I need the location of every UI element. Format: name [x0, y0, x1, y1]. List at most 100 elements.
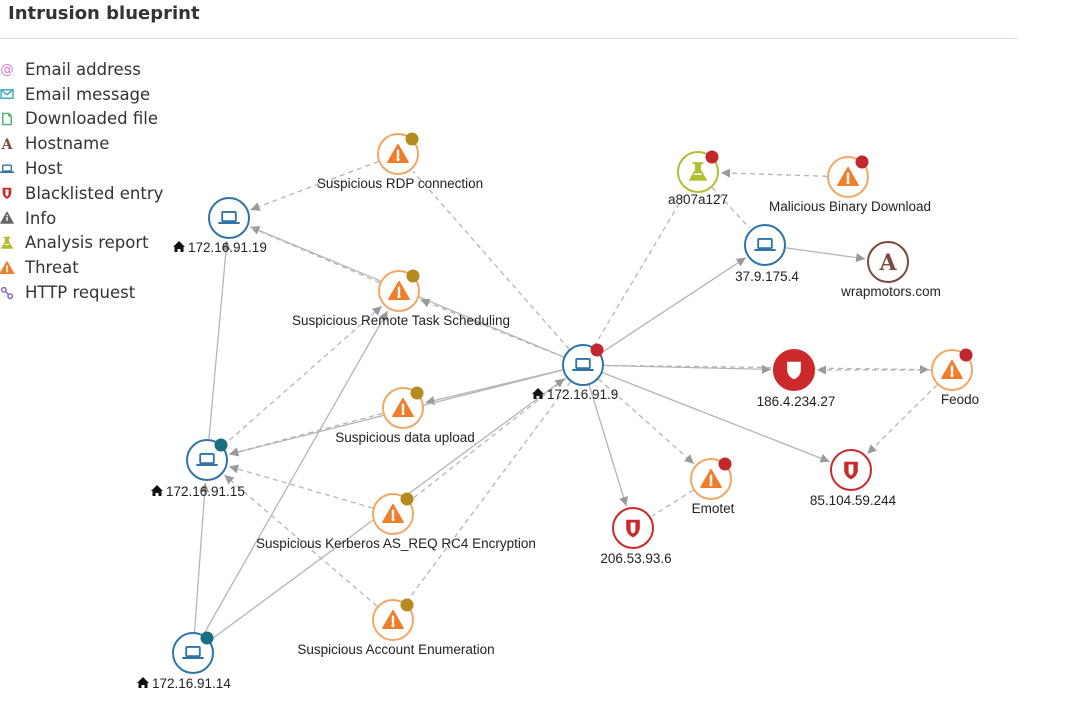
- warning-icon: [388, 280, 410, 300]
- graph-node-ip206[interactable]: 206.53.93.6: [600, 507, 672, 566]
- graph-edge: [228, 464, 374, 509]
- at-icon: @: [0, 61, 18, 77]
- graph-edge: [600, 257, 747, 354]
- node-label: Malicious Binary Download: [769, 199, 931, 214]
- graph-node-h19[interactable]: 172.16.91.19: [173, 197, 267, 255]
- legend-item: Email message: [0, 82, 163, 107]
- svg-text:A: A: [878, 250, 897, 276]
- graph-edge: [420, 298, 564, 358]
- legend-label: HTTP request: [25, 283, 136, 303]
- graph-edge: [412, 170, 570, 350]
- warning-icon: [382, 503, 404, 523]
- legend-label: Email address: [25, 59, 141, 79]
- status-badge: [590, 343, 604, 357]
- warning-icon: [392, 397, 414, 417]
- page-header: Intrusion blueprint: [0, 0, 1018, 39]
- legend-item: Host: [0, 156, 163, 181]
- graph-edge: [785, 247, 866, 263]
- status-badge: [855, 155, 869, 169]
- graph-node-ip37[interactable]: 37.9.175.4: [735, 224, 799, 284]
- status-badge: [400, 492, 414, 506]
- status-badge: [410, 386, 424, 400]
- node-label: Suspicious Kerberos AS_REQ RC4 Encryptio…: [256, 536, 536, 551]
- graph-node-feodo[interactable]: Feodo: [931, 348, 979, 408]
- graph-node-ip85[interactable]: 85.104.59.244: [810, 449, 897, 508]
- node-label: 37.9.175.4: [735, 269, 799, 284]
- graph-edge: [202, 310, 389, 636]
- shield-icon: [626, 519, 640, 538]
- graph-node-task[interactable]: Suspicious Remote Task Scheduling: [292, 269, 510, 329]
- graph-node-mbd[interactable]: Malicious Binary Download: [769, 155, 931, 215]
- legend-label: Email message: [25, 84, 151, 104]
- graph-node-enum[interactable]: Suspicious Account Enumeration: [297, 598, 495, 658]
- laptop-icon: [196, 453, 218, 466]
- legend-label: Hostname: [25, 134, 110, 154]
- node-label: wrapmotors.com: [840, 284, 941, 299]
- legend-label: Host: [25, 159, 63, 179]
- node-label: Suspicious RDP connection: [317, 176, 483, 191]
- laptop-icon: [572, 358, 594, 371]
- legend-item: Analysis report: [0, 231, 163, 256]
- graph-node-kerb[interactable]: Suspicious Kerberos AS_REQ RC4 Encryptio…: [256, 492, 536, 552]
- graph-node-ip186[interactable]: 186.4.234.27: [757, 349, 836, 409]
- graph-edge: [249, 226, 380, 284]
- node-circle: [208, 197, 250, 239]
- envelope-icon: [0, 86, 18, 102]
- node-label: 172.16.91.15: [166, 484, 245, 499]
- graph-edge: [193, 482, 210, 633]
- warning-icon: [700, 468, 722, 488]
- graph-edge: [602, 372, 830, 463]
- laptop-icon: [754, 238, 776, 251]
- graph-node-upload[interactable]: Suspicious data upload: [335, 386, 475, 446]
- node-circle: [744, 224, 786, 266]
- legend-item: Blacklisted entry: [0, 181, 163, 206]
- graph-node-h15[interactable]: 172.16.91.15: [151, 438, 245, 500]
- link-icon: [0, 285, 18, 301]
- legend-label: Analysis report: [25, 233, 149, 253]
- node-label: Emotet: [692, 501, 735, 516]
- warning-icon: [382, 609, 404, 629]
- legend-item: Downloaded file: [0, 107, 163, 132]
- graph-node-rdp[interactable]: Suspicious RDP connection: [317, 132, 483, 192]
- warning-icon: [0, 260, 18, 276]
- legend-label: Downloaded file: [25, 109, 159, 129]
- node-label: Suspicious Account Enumeration: [297, 642, 494, 657]
- graph-node-h14[interactable]: 172.16.91.14: [137, 631, 231, 692]
- flask-icon: [688, 162, 708, 181]
- legend-label: Info: [25, 208, 57, 228]
- status-badge: [406, 269, 420, 283]
- graph-edge: [410, 377, 567, 501]
- page-title: Intrusion blueprint: [8, 3, 200, 24]
- graph-edge: [406, 381, 571, 602]
- graph-node-emotet[interactable]: Emotet: [690, 457, 735, 517]
- graph-edge: [720, 168, 828, 178]
- graph-edges: [193, 160, 938, 642]
- legend-label: Threat: [25, 258, 79, 278]
- legend-item: Info: [0, 206, 163, 231]
- warning-icon: [837, 166, 859, 186]
- graph-node-h9[interactable]: 172.16.91.9: [532, 343, 618, 403]
- graph-edge: [208, 240, 231, 440]
- home-icon: [173, 241, 185, 252]
- legend-item: @ Email address: [0, 57, 163, 82]
- graph-node-a807[interactable]: a807a127: [668, 150, 728, 208]
- letter-a-icon: A: [878, 250, 897, 276]
- node-label: 85.104.59.244: [810, 493, 897, 508]
- letter-a-icon: A: [0, 136, 18, 152]
- home-icon: [151, 485, 163, 496]
- node-label: 206.53.93.6: [600, 551, 671, 566]
- file-icon: [0, 111, 18, 127]
- graph-edge: [224, 474, 378, 607]
- status-badge: [200, 631, 214, 645]
- shield-icon: [0, 185, 18, 201]
- graph-edge: [652, 489, 694, 517]
- home-icon: [137, 677, 149, 688]
- graph-edge: [588, 384, 628, 507]
- status-badge: [705, 150, 719, 164]
- laptop-icon: [218, 211, 240, 224]
- legend-item: Threat: [0, 255, 163, 280]
- shield-icon: [787, 361, 801, 380]
